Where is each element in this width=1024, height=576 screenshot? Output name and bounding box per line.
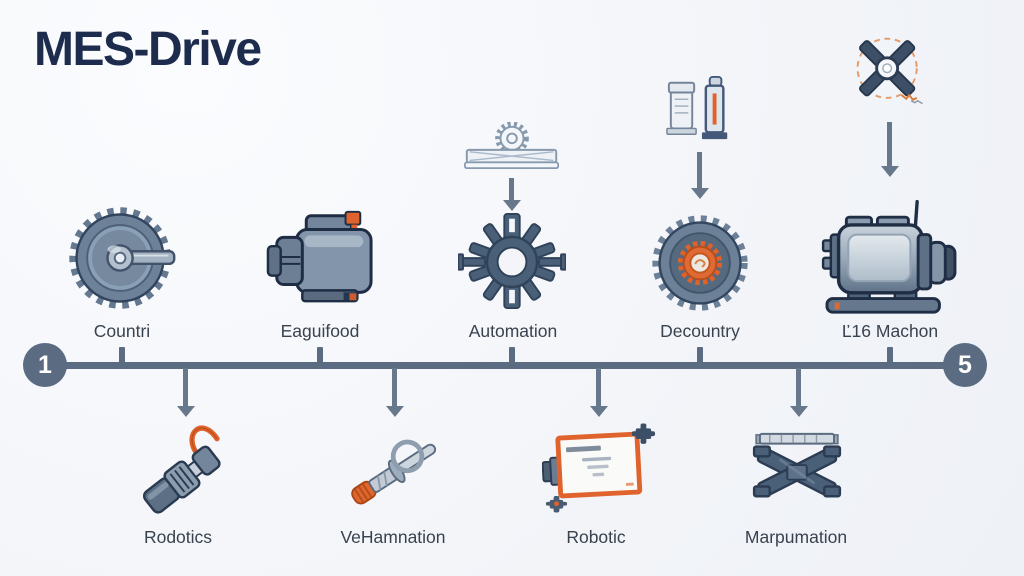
arrow-down-icon	[887, 122, 892, 166]
bottom-item-label-4: Marpumation	[744, 527, 848, 547]
test-cylinders-sketch-icon	[664, 74, 736, 144]
cable-coupler-icon	[138, 424, 236, 516]
page-title: MES-Drive	[34, 23, 262, 76]
gear-orange-hub-icon	[648, 212, 752, 314]
top-item-label-2: Eaguifood	[280, 321, 360, 341]
propeller-sketch-icon	[843, 32, 937, 116]
electric-motor-icon	[820, 190, 960, 318]
bottom-item-label-1: Rodotics	[143, 527, 213, 547]
timeline-line	[45, 362, 965, 369]
top-item-label-1: Countri	[93, 321, 151, 341]
gear-on-conveyor-sketch-icon	[463, 122, 561, 172]
timeline-tick-2	[317, 347, 323, 363]
arrow-down-icon	[596, 368, 601, 406]
sprocket-icon	[458, 212, 566, 310]
threaded-tool-icon	[342, 428, 452, 512]
timeline-end-badge: 5	[943, 343, 987, 387]
scissor-clamp-icon	[748, 430, 846, 506]
timeline-tick-4	[697, 347, 703, 363]
bottom-item-label-3: Robotic	[566, 527, 626, 547]
top-item-label-4: Decountry	[660, 321, 740, 341]
arrow-down-icon	[183, 368, 188, 406]
arrow-down-icon	[509, 178, 514, 200]
timeline-tick-5	[887, 347, 893, 363]
orange-label-card-icon	[542, 420, 656, 516]
bottom-item-label-2: VeHamnation	[340, 527, 446, 547]
arrow-down-icon	[392, 368, 397, 406]
timeline-tick-3	[509, 347, 515, 363]
top-item-label-3: Automation	[468, 321, 558, 341]
top-item-label-5: Ľ16 Machon	[841, 321, 939, 341]
timeline-tick-1	[119, 347, 125, 363]
gear-motor-icon	[260, 202, 380, 312]
arrow-down-icon	[796, 368, 801, 406]
gear-with-shaft-icon	[64, 202, 180, 314]
arrow-down-icon	[697, 152, 702, 188]
timeline-start-badge: 1	[23, 343, 67, 387]
